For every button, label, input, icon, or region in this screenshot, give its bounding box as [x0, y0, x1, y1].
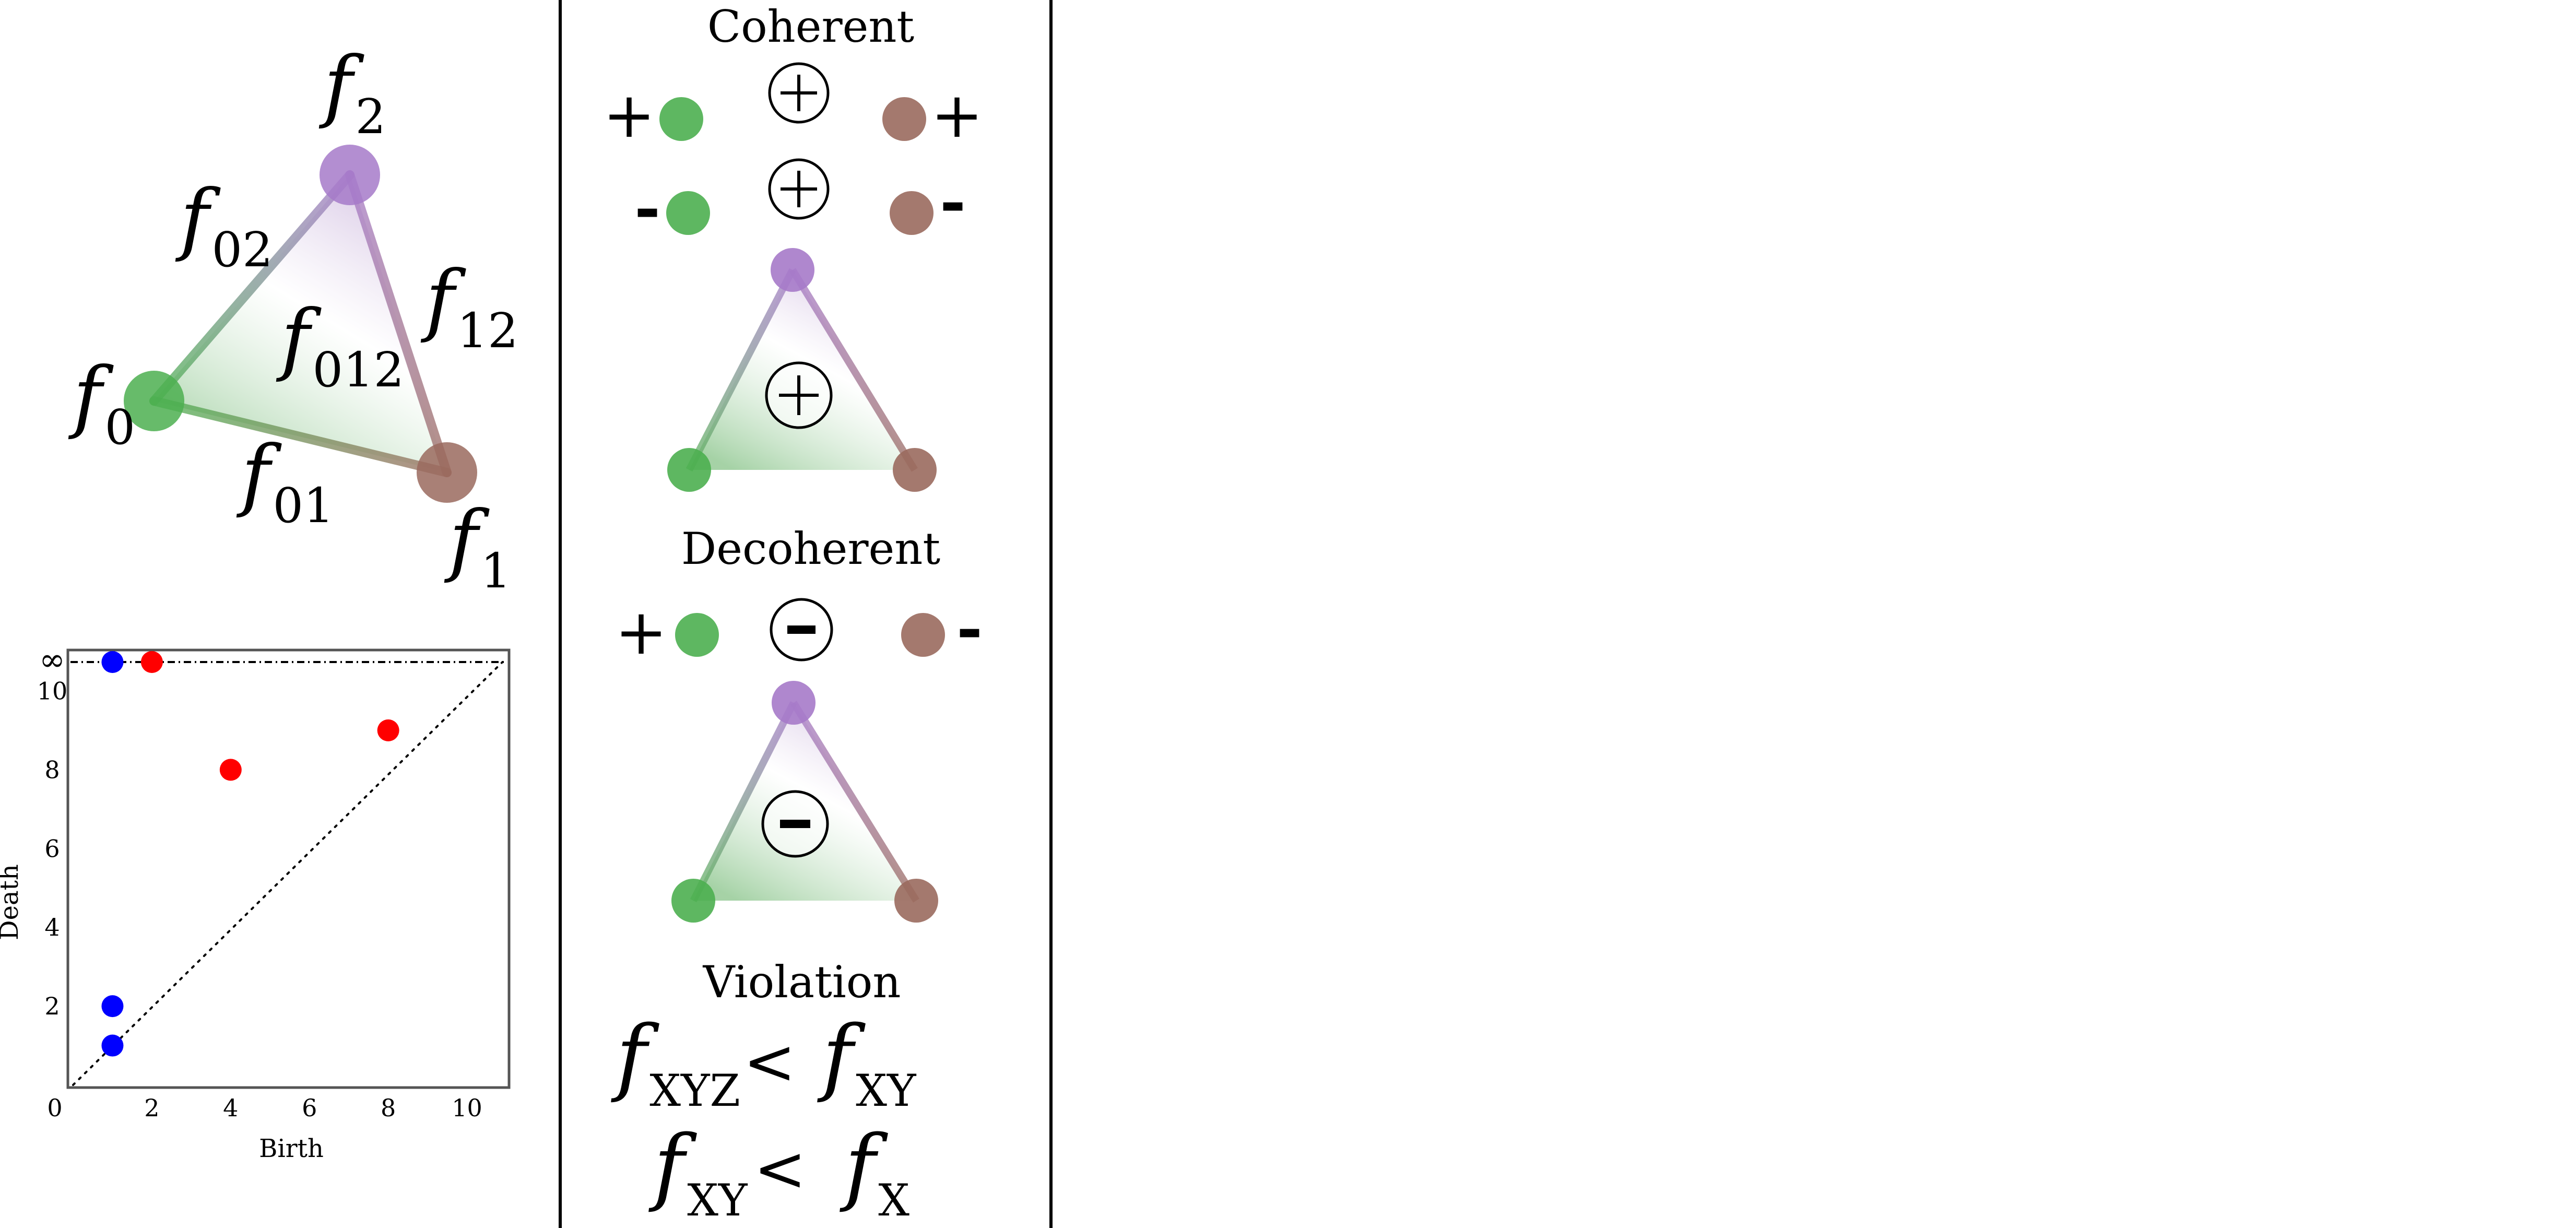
- y-tick-label: 6: [44, 834, 60, 863]
- edge-label-12: f12: [420, 254, 518, 359]
- data-point: [101, 1034, 124, 1057]
- y-tick-label: 2: [44, 992, 60, 1020]
- y-tick-label-infinity: ∞: [39, 642, 65, 678]
- y-tick-labels: 2 4 6 8 10∞: [37, 642, 68, 1020]
- violation-rule-1: fXYZ < fXY: [611, 1007, 917, 1116]
- violation-title: Violation: [703, 957, 901, 1008]
- vertex-green: [659, 97, 703, 141]
- vertex-label-2: f2: [318, 40, 386, 145]
- rule-lhs: fXY: [648, 1117, 748, 1226]
- vertex-brown: [901, 613, 945, 657]
- coherent-edge-row-plus: + +: [603, 62, 984, 152]
- vertex-purple: [772, 681, 816, 725]
- edge-01: [149, 396, 452, 477]
- x-tick-label: 4: [223, 1094, 238, 1122]
- x-tick-label: 6: [302, 1094, 317, 1122]
- x-tick-label: 8: [381, 1094, 396, 1122]
- vertex-purple: [771, 248, 814, 292]
- decoherent-edge-row: + -: [615, 592, 983, 669]
- rule-operator: <: [754, 1133, 807, 1206]
- rule-lhs: fXYZ: [611, 1007, 740, 1116]
- vertex-brown: [882, 97, 926, 141]
- data-point: [377, 719, 399, 741]
- y-tick-label: 10: [37, 677, 68, 705]
- decoherent-triangle: [671, 681, 938, 923]
- sign-right: -: [940, 165, 966, 239]
- plot-frame: [66, 648, 511, 1089]
- data-point: [101, 651, 124, 673]
- diagonal-line: [72, 661, 504, 1086]
- x-axis-label: Birth: [259, 1134, 324, 1163]
- vertex-green: [675, 613, 719, 657]
- coherence-panel: Coherent + + - -: [603, 1, 984, 1226]
- x-tick-label: 0: [47, 1094, 62, 1122]
- vertex-green: [666, 191, 710, 235]
- edge-label-02: f02: [175, 173, 273, 278]
- sign-left: +: [615, 596, 668, 669]
- triangle-edge-left: [690, 701, 797, 903]
- x-tick-label: 2: [144, 1094, 159, 1122]
- sign-right: +: [931, 79, 984, 152]
- vertex-green: [671, 879, 715, 923]
- triangle-edge-right: [789, 268, 918, 472]
- decoherent-title: Decoherent: [681, 523, 940, 574]
- vertex-0: [124, 371, 184, 431]
- coherent-edge-row-minus: - -: [634, 158, 966, 245]
- vertex-2: [320, 145, 380, 205]
- coherent-title: Coherent: [707, 1, 915, 52]
- triangle-edge-left: [686, 268, 796, 472]
- vertex-label-1: f1: [444, 494, 511, 599]
- x-tick-labels: 0 2 4 6 8 10: [47, 1094, 482, 1122]
- y-tick-label: 8: [44, 755, 60, 784]
- sign-left: -: [634, 171, 660, 245]
- x-tick-label: 10: [452, 1094, 482, 1122]
- rule-rhs: fXY: [817, 1007, 917, 1116]
- y-tick-label: 4: [44, 913, 60, 941]
- triangle-edge-right: [790, 701, 919, 903]
- violation-rule-2: fXY < fX: [648, 1117, 909, 1226]
- rule-rhs: fX: [840, 1117, 909, 1226]
- data-point: [140, 651, 163, 673]
- data-point: [219, 759, 242, 781]
- edge-12: [345, 170, 452, 477]
- coherent-triangle: [667, 248, 937, 492]
- vertex-green: [667, 448, 711, 492]
- vertex-1: [417, 442, 477, 503]
- data-points: [101, 651, 399, 1057]
- vertex-brown: [894, 879, 938, 923]
- sign-left: +: [603, 79, 656, 152]
- vertex-label-0: f0: [68, 351, 135, 455]
- rule-operator: <: [743, 1026, 796, 1099]
- vertex-brown: [893, 448, 937, 492]
- simplex-diagram: f2 f0 f1 f02 f12 f01 f012: [68, 40, 518, 599]
- y-axis-label: Death: [0, 864, 24, 940]
- sign-right: -: [956, 592, 983, 665]
- edge-02: [149, 170, 355, 406]
- data-point: [101, 995, 124, 1018]
- vertex-brown: [890, 191, 933, 235]
